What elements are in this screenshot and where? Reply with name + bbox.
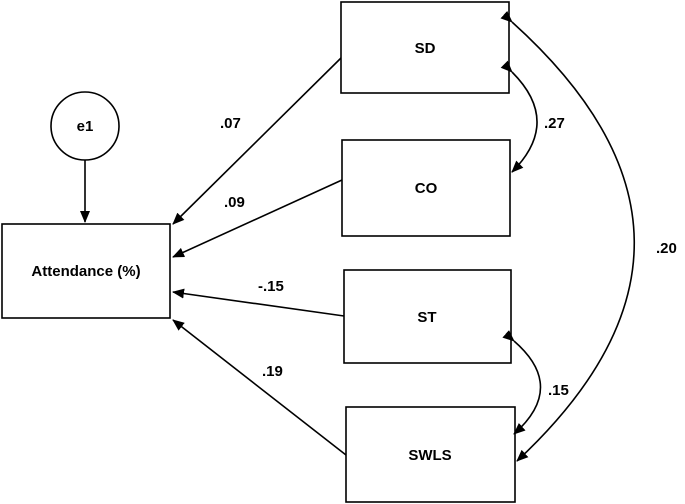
correlation-coefficient-st-swls: .15 bbox=[548, 382, 569, 399]
predictor-node-swls: SWLS bbox=[345, 406, 516, 503]
correlation-sd-swls bbox=[500, 10, 635, 462]
correlation-coefficient-sd-co: .27 bbox=[544, 115, 565, 132]
path-coefficient-sd: .07 bbox=[220, 115, 241, 132]
predictor-node-sd-label: SD bbox=[415, 40, 436, 57]
edge-sd-to-outcome bbox=[172, 57, 342, 225]
edge-co-to-outcome bbox=[172, 179, 343, 258]
path-coefficient-st: -.15 bbox=[258, 278, 284, 295]
predictor-node-st-label: ST bbox=[417, 309, 436, 326]
correlation-sd-co bbox=[500, 60, 538, 173]
outcome-node-label: Attendance (%) bbox=[31, 263, 140, 280]
predictor-node-sd: SD bbox=[340, 1, 510, 94]
path-coefficient-swls: .19 bbox=[262, 363, 283, 380]
correlation-coefficient-sd-swls: .20 bbox=[656, 240, 677, 257]
predictor-node-co: CO bbox=[341, 139, 511, 237]
outcome-node-attendance: Attendance (%) bbox=[1, 223, 171, 319]
error-node-label: e1 bbox=[77, 118, 94, 135]
error-node-e1: e1 bbox=[50, 91, 120, 161]
edge-st-to-outcome bbox=[172, 288, 345, 317]
edge-swls-to-outcome bbox=[172, 319, 347, 456]
predictor-node-st: ST bbox=[343, 269, 512, 364]
predictor-node-swls-label: SWLS bbox=[408, 447, 451, 464]
predictor-node-co-label: CO bbox=[415, 180, 438, 197]
path-coefficient-co: .09 bbox=[224, 194, 245, 211]
correlation-st-swls bbox=[502, 330, 542, 435]
